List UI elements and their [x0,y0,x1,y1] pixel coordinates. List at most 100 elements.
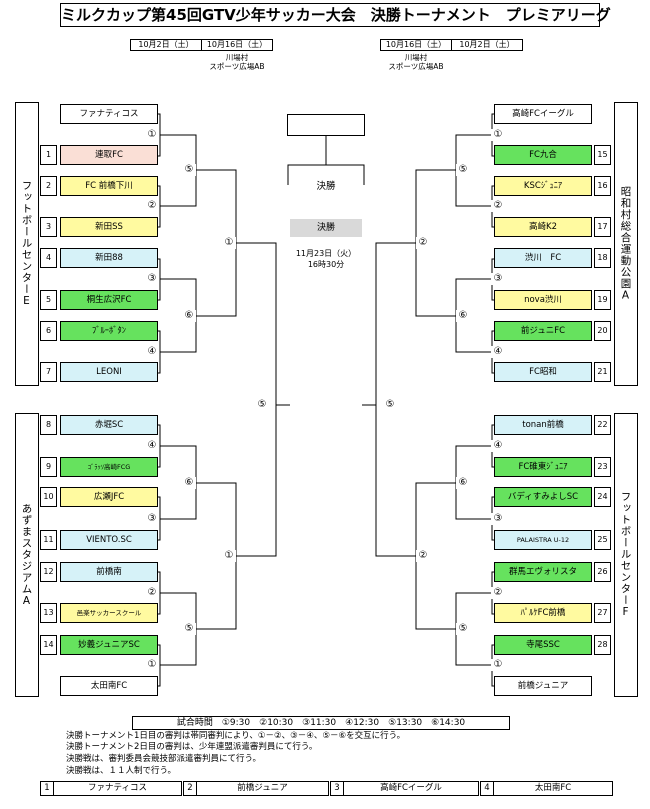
team-name-box: 高崎K2 [494,217,592,237]
final-label-top: 決勝 [316,181,336,192]
round-mark: ③ [145,273,159,285]
round-mark: ③ [491,273,505,285]
venue-left-line1: 川場村 [225,53,249,62]
team-name-box: FC昭和 [494,362,592,382]
venue-right-line2: スポーツ広場AB [388,62,444,71]
round-mark: ② [145,587,159,599]
team-seed-number: 26 [594,562,611,582]
team-name-box: KSCｼﾞｭﾆｱ [494,176,592,196]
seed-table-team: 高崎FCイーグル [343,781,479,796]
team-name-box: ファナティコス [60,104,158,124]
round-mark: ② [416,237,430,249]
note-2: 決勝トーナメント2日目の審判は、少年連盟派遣審判員にて行う。 [66,742,318,752]
team-name-box: 新田SS [60,217,158,237]
round-mark: ③ [145,513,159,525]
team-name-box: 高崎FCイーグル [494,104,592,124]
round-mark: ① [145,129,159,141]
team-name-box: 渋川 FC [494,248,592,268]
round-mark: ④ [491,346,505,358]
round-mark: ⑥ [182,310,196,322]
round-mark: ⑥ [182,477,196,489]
round-mark: ⑤ [456,164,470,176]
team-name-box: 新田88 [60,248,158,268]
team-name-box: ﾌﾞﾙｰﾎﾞﾀﾝ [60,321,158,341]
round-mark: ① [145,659,159,671]
team-name-box: 太田南FC [60,676,158,696]
team-seed-number: 10 [40,487,57,507]
team-seed-number: 16 [594,176,611,196]
round-mark: ④ [145,346,159,358]
final-label-box: 決勝 [290,219,362,237]
team-seed-number: 7 [40,362,57,382]
team-seed-number: 6 [40,321,57,341]
round-mark: ⑥ [456,477,470,489]
team-name-box: 連取FC [60,145,158,165]
venue-left: 川場村 スポーツ広場AB [201,53,273,71]
team-name-box: 赤堀SC [60,415,158,435]
team-seed-number: 15 [594,145,611,165]
round-mark: ⑤ [182,164,196,176]
team-name-box: PALAISTRA U-12 [494,530,592,550]
team-seed-number: 19 [594,290,611,310]
team-name-box: バディすみよしSC [494,487,592,507]
venue-right: 川場村 スポーツ広場AB [380,53,452,71]
team-seed-number: 27 [594,603,611,623]
note-1: 決勝トーナメント1日目の審判は帯同審判により、①－②、③－④、⑤－⑥を交互に行う… [66,731,406,741]
team-seed-number: 25 [594,530,611,550]
note-3: 決勝戦は、審判委員会競技部派遣審判員にて行う。 [66,754,261,764]
team-name-box: VIENTO.SC [60,530,158,550]
team-seed-number: 22 [594,415,611,435]
round-mark: ⑤ [182,623,196,635]
team-name-box: ﾊﾟﾙｹFC前橋 [494,603,592,623]
venue-right-line1: 川場村 [404,53,428,62]
page-title: ミルクカップ第45回GTV少年サッカー大会 決勝トーナメント プレミアリーグ [60,3,611,27]
team-seed-number: 5 [40,290,57,310]
seed-table-team: ファナティコス [53,781,182,796]
team-name-box: tonan前橋 [494,415,592,435]
team-name-box: 桐生広沢FC [60,290,158,310]
team-name-box: FC九合 [494,145,592,165]
team-seed-number: 13 [40,603,57,623]
team-name-box: FC 前橋下川 [60,176,158,196]
side-venue-top-left: フットボールセンターE [15,102,39,386]
team-seed-number: 21 [594,362,611,382]
team-seed-number: 2 [40,176,57,196]
round-mark: ⑥ [456,310,470,322]
team-seed-number: 18 [594,248,611,268]
round-mark: ① [491,129,505,141]
team-name-box: 広瀬JFC [60,487,158,507]
date-left-day2: 10月16日（土） [201,39,273,51]
note-4: 決勝戦は、１１人制で行う。 [66,766,176,776]
final-date: 11月23日（火） [295,249,357,258]
team-name-box: 前橋南 [60,562,158,582]
team-name-box: nova渋川 [494,290,592,310]
team-seed-number: 24 [594,487,611,507]
team-name-box: 群馬エヴォリスタ [494,562,592,582]
seed-table-number: 4 [480,781,494,796]
seed-table-team: 前橋ジュニア [196,781,329,796]
seed-table-team: 太田南FC [493,781,613,796]
venue-left-line2: スポーツ広場AB [209,62,265,71]
team-name-box: 邑楽サッカースクール [60,603,158,623]
date-right-day1: 10月2日（土） [451,39,523,51]
team-seed-number: 4 [40,248,57,268]
team-seed-number: 14 [40,635,57,655]
round-mark: ① [222,550,236,562]
round-mark: ③ [491,513,505,525]
seed-table-number: 2 [183,781,197,796]
team-seed-number: 17 [594,217,611,237]
round-mark: ④ [145,440,159,452]
team-seed-number: 8 [40,415,57,435]
side-venue-top-left-text: フットボールセンターE [20,180,33,308]
team-seed-number: 1 [40,145,57,165]
team-name-box: 前ジュニFC [494,321,592,341]
round-mark: ② [491,200,505,212]
final-time: 16時30分 [307,260,345,269]
team-seed-number: 20 [594,321,611,341]
date-right-day2: 10月16日（土） [380,39,452,51]
round-mark: ④ [491,440,505,452]
team-seed-number: 11 [40,530,57,550]
round-mark: ① [491,659,505,671]
side-venue-top-right: 昭和村総合運動公園A [614,102,638,386]
team-seed-number: 9 [40,457,57,477]
